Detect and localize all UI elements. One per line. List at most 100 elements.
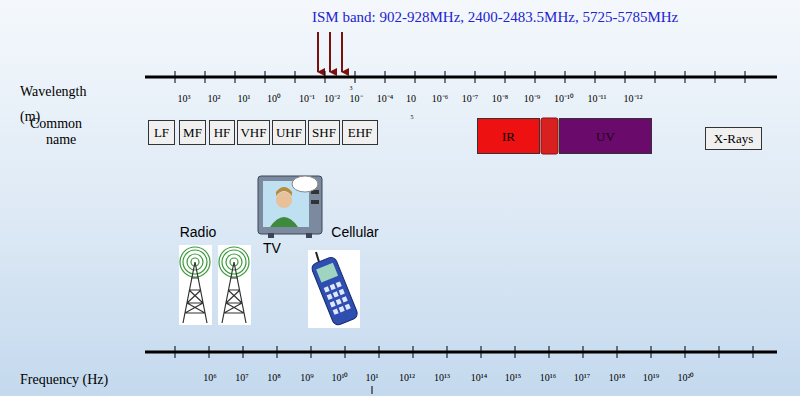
tick-mark [265, 71, 266, 83]
tick-label: 10⁻ [350, 94, 363, 104]
tick-label: 10⁻¹⁰ [554, 94, 574, 104]
key [327, 294, 333, 300]
ism-arrows [318, 32, 342, 72]
tick-mark [651, 346, 652, 358]
key [345, 304, 351, 310]
tick-label: 10⁻¹¹ [588, 94, 607, 104]
row-title: Common [30, 117, 82, 131]
row-title: name [46, 133, 76, 147]
band-box: SHF [308, 120, 340, 145]
tick-label: 10⁻¹ [299, 94, 315, 104]
tick-mark [617, 346, 618, 358]
band-name: X-Rays [714, 132, 754, 145]
icon-label: Cellular [331, 225, 378, 239]
tick-mark [311, 346, 312, 358]
band-box: EHF [342, 120, 378, 145]
tick-label: 10⁻² [324, 94, 340, 104]
tick-mark [549, 346, 550, 358]
tick-label: 10⁸ [267, 373, 281, 383]
band-name: MF [183, 126, 202, 139]
axis-title: Wavelength [20, 85, 87, 99]
tick-label: 10 [406, 94, 416, 104]
wavelength-ticks [175, 71, 745, 83]
key [330, 284, 336, 290]
tick-mark [413, 346, 414, 358]
wavelength-axis [145, 76, 777, 79]
tick-label: 10¹⁵ [505, 373, 521, 383]
tick-label: 10² [208, 94, 221, 104]
tick-mark [481, 346, 482, 358]
tick-label: 10⁹ [300, 373, 314, 383]
visible-light-band [541, 118, 558, 154]
tick-label: 5 [411, 114, 414, 120]
band-box: MF [179, 120, 206, 145]
icon-label: Radio [180, 225, 217, 239]
band-name: UHF [276, 126, 302, 139]
band-box: X-Rays [705, 127, 762, 150]
icon-label: TV [263, 241, 281, 255]
tick-label: 10⁶ [203, 373, 217, 383]
tick-mark [415, 71, 416, 83]
radio-tower-icon [218, 245, 251, 325]
tick-mark [379, 346, 380, 358]
tick-label: 10³ [178, 94, 191, 104]
tick-mark [209, 346, 210, 358]
band-box: UHF [272, 120, 306, 145]
band-name: UV [596, 130, 615, 143]
tick-mark [753, 346, 754, 358]
tick-mark [719, 346, 720, 358]
tick-mark [655, 71, 656, 83]
tick-mark [175, 346, 176, 358]
tick-mark [745, 71, 746, 83]
band-box: HF [209, 120, 235, 145]
key [324, 286, 330, 292]
tick-mark [243, 346, 244, 358]
tick-mark [685, 346, 686, 358]
tick-mark [235, 71, 236, 83]
key [342, 296, 348, 302]
cell-phone-icon [308, 250, 360, 328]
tick-label: 10⁻¹² [624, 94, 643, 104]
axis-title: Frequency (Hz) [20, 373, 108, 387]
band-box: IR [477, 118, 540, 154]
band-box: VHF [237, 120, 270, 145]
title: ISM band: 902-928MHz, 2400-2483.5MHz, 57… [312, 10, 678, 25]
tick-mark [355, 71, 356, 83]
tick-label: 10⁻⁶ [432, 94, 449, 104]
key [333, 309, 339, 315]
tick-mark [515, 346, 516, 358]
tv-icon [258, 176, 322, 238]
band-name: IR [502, 130, 515, 143]
key [339, 289, 345, 295]
tick-label: 10¹ [366, 373, 379, 383]
tick-mark [505, 71, 506, 83]
tick-mark [595, 71, 596, 83]
tick-mark [625, 71, 626, 83]
tick-label: 10¹⁷ [574, 373, 590, 383]
tick-label: 10¹⁰ [332, 373, 349, 383]
key [330, 301, 336, 307]
tick-label: 10⁻⁷ [462, 94, 479, 104]
tick-label: 10¹⁶ [540, 373, 556, 383]
frequency-axis [145, 351, 777, 354]
band-name: LF [154, 126, 169, 139]
tick-mark [685, 71, 686, 83]
tick-mark [345, 346, 346, 358]
key [333, 291, 339, 297]
tick-label: 10⁰ [267, 94, 281, 104]
key [339, 306, 345, 312]
tick-label: 10¹² [399, 373, 415, 383]
band-name: VHF [240, 126, 266, 139]
tick-label: 10¹ [238, 94, 251, 104]
key [336, 281, 342, 287]
band-box: LF [148, 120, 175, 145]
tick-mark [447, 346, 448, 358]
tick-label: 10¹³ [434, 373, 450, 383]
tick-label: 3 [350, 85, 353, 91]
tick-mark [325, 71, 326, 83]
tick-mark [583, 346, 584, 358]
tick-mark [535, 71, 536, 83]
band-name: SHF [312, 126, 336, 139]
tick-label: 10¹⁴ [471, 373, 487, 383]
